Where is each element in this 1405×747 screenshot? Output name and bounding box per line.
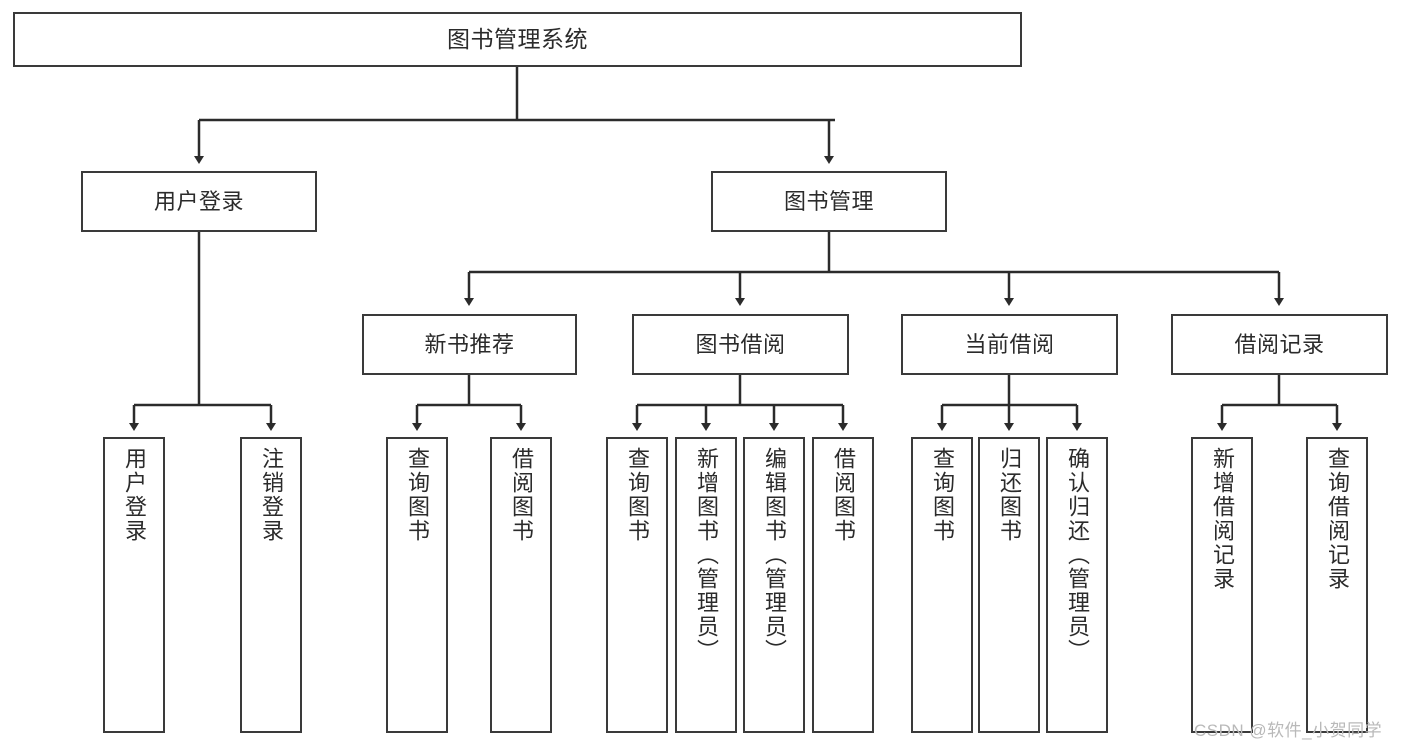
node-label: 借阅图书	[831, 447, 856, 543]
node-label: 用户登录	[153, 188, 244, 214]
node-current-borrow[interactable]: 当前借阅	[901, 314, 1118, 375]
node-label: 查询借阅记录	[1325, 447, 1350, 591]
node-label: 编辑图书（管理员）	[762, 447, 787, 663]
node-leaf-edit-book[interactable]: 编辑图书（管理员）	[743, 437, 805, 733]
node-label: 借阅图书	[509, 447, 534, 543]
node-label: 用户登录	[122, 447, 147, 543]
node-label: 归还图书	[997, 447, 1022, 543]
node-leaf-return-book[interactable]: 归还图书	[978, 437, 1040, 733]
node-label: 借阅记录	[1234, 331, 1325, 357]
node-user-login[interactable]: 用户登录	[81, 171, 317, 232]
node-label: 新增借阅记录	[1210, 447, 1235, 591]
node-book-manage[interactable]: 图书管理	[711, 171, 947, 232]
node-label: 图书管理	[783, 188, 874, 214]
node-label: 新书推荐	[424, 331, 515, 357]
node-label: 查询图书	[405, 447, 430, 543]
node-leaf-add-record[interactable]: 新增借阅记录	[1191, 437, 1253, 733]
node-leaf-confirm-return[interactable]: 确认归还（管理员）	[1046, 437, 1108, 733]
node-leaf-query-book-2[interactable]: 查询图书	[606, 437, 668, 733]
node-leaf-logout-login[interactable]: 注销登录	[240, 437, 302, 733]
csdn-watermark: CSDN @软件_小贺同学	[1194, 721, 1383, 740]
node-leaf-borrow-book-1[interactable]: 借阅图书	[490, 437, 552, 733]
node-label: 注销登录	[259, 447, 284, 543]
node-leaf-query-book-3[interactable]: 查询图书	[911, 437, 973, 733]
node-leaf-borrow-book-2[interactable]: 借阅图书	[812, 437, 874, 733]
node-label: 图书借阅	[695, 331, 786, 357]
node-label: 查询图书	[930, 447, 955, 543]
node-borrow-record[interactable]: 借阅记录	[1171, 314, 1388, 375]
node-label: 图书管理系统	[447, 25, 588, 52]
node-leaf-query-record[interactable]: 查询借阅记录	[1306, 437, 1368, 733]
node-label: 确认归还（管理员）	[1065, 447, 1090, 663]
node-book-borrow[interactable]: 图书借阅	[632, 314, 849, 375]
node-label: 新增图书（管理员）	[694, 447, 719, 663]
node-label: 当前借阅	[964, 331, 1055, 357]
node-book-management-system[interactable]: 图书管理系统	[13, 12, 1022, 67]
node-label: 查询图书	[625, 447, 650, 543]
node-leaf-add-book[interactable]: 新增图书（管理员）	[675, 437, 737, 733]
node-new-book-recommend[interactable]: 新书推荐	[362, 314, 577, 375]
node-leaf-query-book-1[interactable]: 查询图书	[386, 437, 448, 733]
node-leaf-user-login[interactable]: 用户登录	[103, 437, 165, 733]
